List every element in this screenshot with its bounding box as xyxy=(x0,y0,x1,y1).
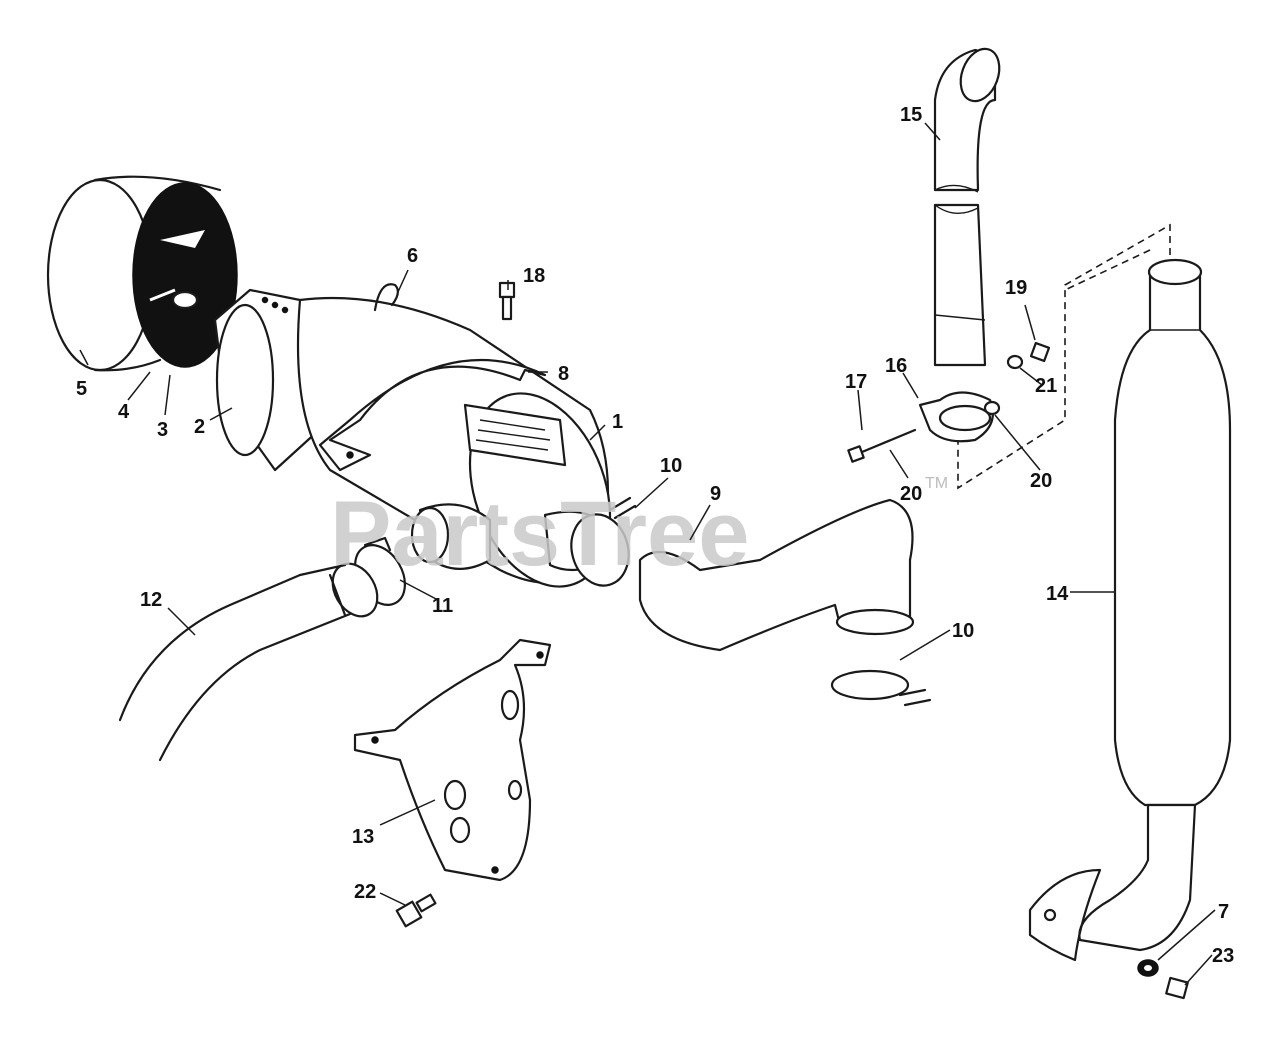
callout-8: 8 xyxy=(558,363,569,385)
callout-19: 19 xyxy=(1005,277,1027,299)
reference-line-2 xyxy=(1064,249,1151,291)
callout-13: 13 xyxy=(352,826,374,848)
watermark-brand: PartsTree xyxy=(330,483,749,585)
callout-10-upper: 10 xyxy=(660,455,682,477)
clip[interactable] xyxy=(373,283,399,312)
callout-2: 2 xyxy=(194,416,205,438)
callout-7: 7 xyxy=(1218,901,1229,923)
intake-hose[interactable] xyxy=(118,556,386,762)
callout-10-lower: 10 xyxy=(952,620,974,642)
callout-4: 4 xyxy=(118,401,130,423)
stack-clamp[interactable] xyxy=(918,391,994,443)
callout-9: 9 xyxy=(710,483,721,505)
washer-20[interactable] xyxy=(983,400,1001,416)
callout-23: 23 xyxy=(1212,945,1234,967)
callout-15: 15 xyxy=(900,104,922,126)
callout-labels: 5 4 3 2 6 18 8 1 10 9 11 12 13 22 10 15 … xyxy=(76,104,1234,967)
nut-23[interactable] xyxy=(1165,976,1189,1000)
reference-line xyxy=(957,223,1171,490)
air-cleaner-cover[interactable] xyxy=(46,175,238,372)
callout-16: 16 xyxy=(885,355,907,377)
nut-19[interactable] xyxy=(1029,341,1051,363)
callout-1: 1 xyxy=(612,411,623,433)
washer-21[interactable] xyxy=(1006,354,1024,370)
hose-clamp-upper[interactable] xyxy=(564,496,637,592)
elbow-hose[interactable] xyxy=(638,498,915,652)
exhaust-stack[interactable] xyxy=(933,43,1006,367)
callout-6: 6 xyxy=(407,245,418,267)
callout-14: 14 xyxy=(1046,583,1069,605)
bolt-22[interactable] xyxy=(395,893,437,928)
support-bracket[interactable] xyxy=(353,638,552,882)
callout-11: 11 xyxy=(432,595,453,617)
callout-5: 5 xyxy=(76,378,87,400)
callout-21: 21 xyxy=(1035,375,1057,397)
hose-clamp-lower[interactable] xyxy=(830,669,932,707)
callout-20-left: 20 xyxy=(900,483,922,505)
callout-20-right: 20 xyxy=(1030,470,1052,492)
muffler[interactable] xyxy=(1078,258,1232,952)
bolt-17[interactable] xyxy=(847,428,917,463)
watermark-trademark: TM xyxy=(925,475,948,492)
callout-3: 3 xyxy=(157,419,168,441)
flange xyxy=(1028,868,1102,962)
bolt-18[interactable] xyxy=(498,281,516,321)
callout-12: 12 xyxy=(140,589,162,611)
callout-17: 17 xyxy=(845,371,867,393)
lock-washer-7[interactable] xyxy=(1137,959,1159,977)
leader-lines xyxy=(79,122,1216,986)
callout-22: 22 xyxy=(354,881,376,903)
callout-18: 18 xyxy=(523,265,545,287)
